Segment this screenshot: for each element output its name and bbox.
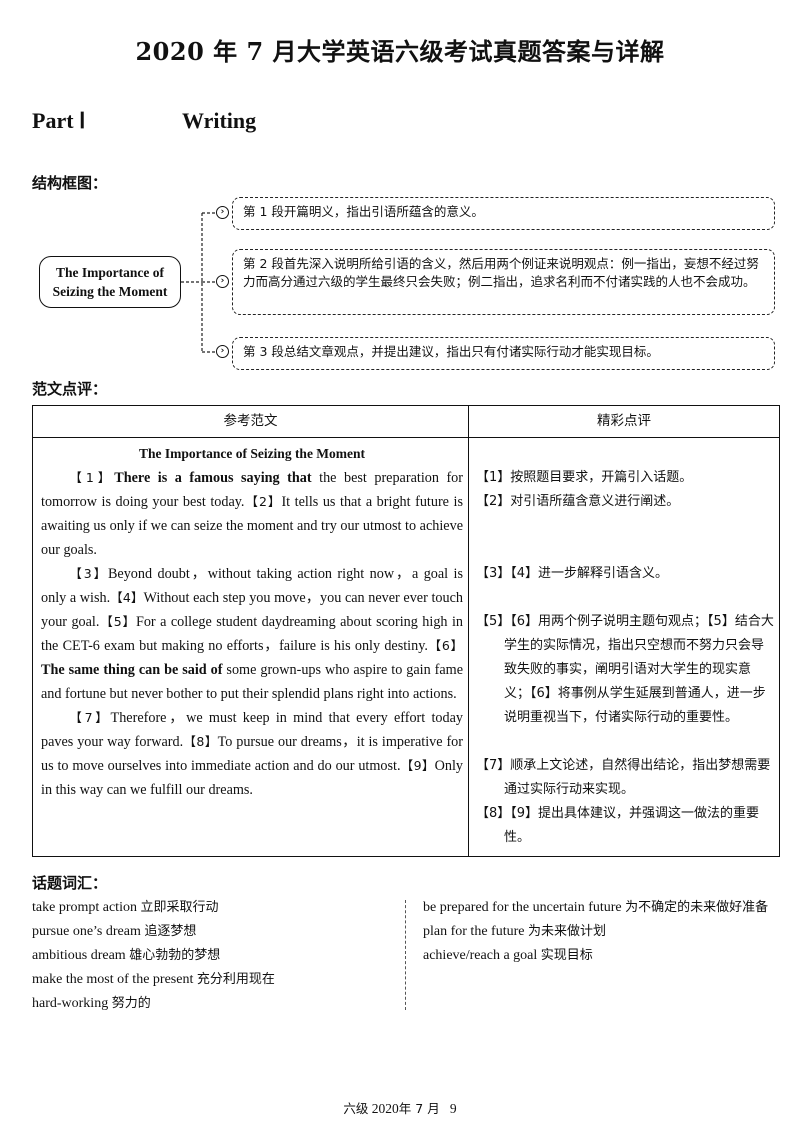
essay-title: The Importance of Seizing the Moment <box>138 446 366 461</box>
structure-connectors <box>181 212 216 353</box>
comment-8-9: 【8】【9】提出具体建议，并强调这一做法的重要性。 <box>476 806 760 845</box>
vocab-item: ambitious dream 雄心勃勃的梦想 <box>32 948 221 963</box>
comment-1: 【1】按照题目要求，开篇引入话题。 <box>476 470 693 485</box>
essay-paragraph-1: 【1】There is a famous saying that the bes… <box>41 470 464 558</box>
vocabulary-heading: 话题词汇： <box>32 874 108 892</box>
column-divider <box>468 406 469 856</box>
part-name: Writing <box>182 108 257 133</box>
header-divider <box>33 437 779 438</box>
vocab-item: make the most of the present 充分利用现在 <box>32 972 275 987</box>
vocabulary-right-list: be prepared for the uncertain future 为不确… <box>423 896 785 968</box>
page-footer: 六级 2020年 7 月 9 <box>0 1098 800 1117</box>
page-number: 9 <box>449 1101 457 1116</box>
review-table: 参考范文 精彩点评 The Importance of Seizing the … <box>32 405 780 857</box>
vocab-item: take prompt action 立即采取行动 <box>32 900 219 915</box>
arrow-right-icon: › <box>216 345 229 358</box>
vocab-item: hard-working 努力的 <box>32 996 151 1011</box>
footer-month: 年 7 月 <box>398 1101 440 1116</box>
vocabulary-left-list: take prompt action 立即采取行动 pursue one’s d… <box>32 896 392 1016</box>
paragraph-1-summary: 第 1 段开篇明义，指出引语所蕴含的意义。 <box>232 197 775 230</box>
paragraph-2-summary: 第 2 段首先深入说明所给引语的含义，然后用两个例证来说明观点：例一指出，妄想不… <box>232 249 775 315</box>
arrow-right-icon: › <box>216 206 229 219</box>
footer-label: 六级 <box>343 1101 369 1116</box>
vocab-item: pursue one’s dream 追逐梦想 <box>32 924 197 939</box>
comment-7: 【7】顺承上文论述，自然得出结论，指出梦想需要通过实际行动来实现。 <box>476 758 771 797</box>
footer-year: 2020 <box>371 1101 399 1116</box>
vocab-item: be prepared for the uncertain future 为不确… <box>423 900 769 915</box>
vocab-item: plan for the future 为未来做计划 <box>423 924 606 939</box>
column-header-essay: 参考范文 <box>223 413 278 429</box>
comment-2: 【2】对引语所蕴含意义进行阐述。 <box>476 494 680 509</box>
vocab-item: achieve/reach a goal 实现目标 <box>423 948 593 963</box>
arrow-right-icon: › <box>216 275 229 288</box>
vocab-divider <box>405 900 406 1010</box>
structure-heading: 结构框图： <box>32 174 108 192</box>
topic-box: The Importance of Seizing the Moment <box>39 256 181 308</box>
essay-paragraph-3: 【7】Therefore，we must keep in mind that e… <box>41 710 464 798</box>
part-number: Part Ⅰ <box>32 108 86 133</box>
column-header-comments: 精彩点评 <box>597 413 651 429</box>
comment-5-6: 【5】【6】用两个例子说明主题句观点；【5】结合大学生的实际情况，指出只空想而不… <box>476 614 774 725</box>
paragraph-3-summary: 第 3 段总结文章观点，并提出建议，指出只有付诸实际行动才能实现目标。 <box>232 337 775 370</box>
essay-paragraph-2: 【3】Beyond doubt，without taking action ri… <box>41 566 463 702</box>
document-title: 2020 年 7 月大学英语六级考试真题答案与详解 <box>135 37 665 66</box>
sample-essay: The Importance of Seizing the Moment 【1】… <box>41 442 463 802</box>
comment-3-4: 【3】【4】进一步解释引语含义。 <box>476 566 669 581</box>
review-heading: 范文点评： <box>32 380 108 398</box>
